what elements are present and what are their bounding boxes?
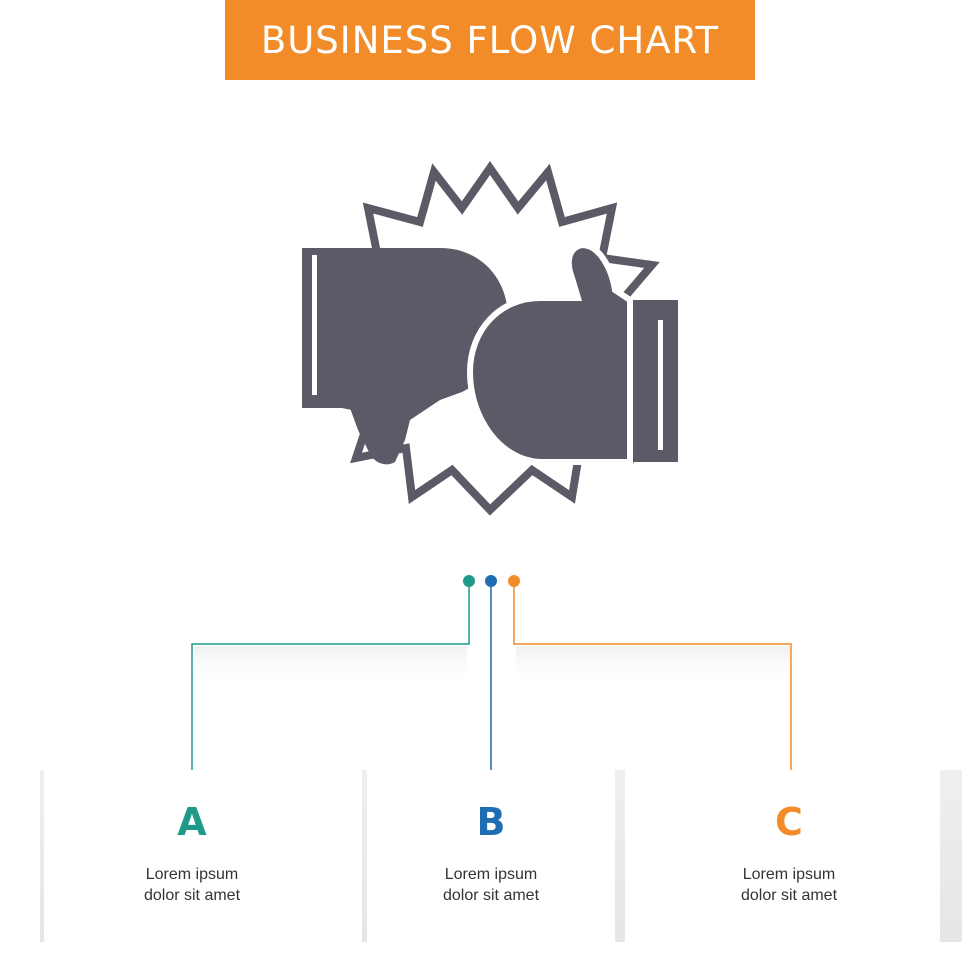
step-card-b (367, 770, 615, 942)
step-line2-a: dolor sit amet (143, 887, 241, 904)
step-card-c (625, 770, 940, 942)
step-letter-c: C (775, 800, 803, 844)
step-letter-b: B (476, 800, 506, 844)
step-description-b: Lorem ipsum dolor sit amet (341, 864, 641, 906)
connector-line-a (191, 587, 470, 782)
connector-dot-a (463, 575, 475, 587)
step-line1-b: Lorem ipsum (444, 866, 538, 883)
impact-burst-shape (304, 161, 676, 516)
step-letter-a: A (177, 800, 207, 844)
connector-line-c (513, 587, 792, 782)
step-line1-c: Lorem ipsum (742, 866, 836, 883)
step-card-a (44, 770, 362, 942)
page-title: BUSINESS FLOW CHART (260, 18, 720, 62)
step-description-c: Lorem ipsum dolor sit amet (639, 864, 939, 906)
connector-dot-c (508, 575, 520, 587)
step-description-a: Lorem ipsum dolor sit amet (42, 864, 342, 906)
step-line1-a: Lorem ipsum (145, 866, 239, 883)
step-line2-c: dolor sit amet (740, 887, 838, 904)
step-line2-b: dolor sit amet (442, 887, 540, 904)
title-banner: BUSINESS FLOW CHART (225, 0, 755, 80)
connector-dot-b (485, 575, 497, 587)
boxing-gloves-icon (302, 161, 678, 516)
